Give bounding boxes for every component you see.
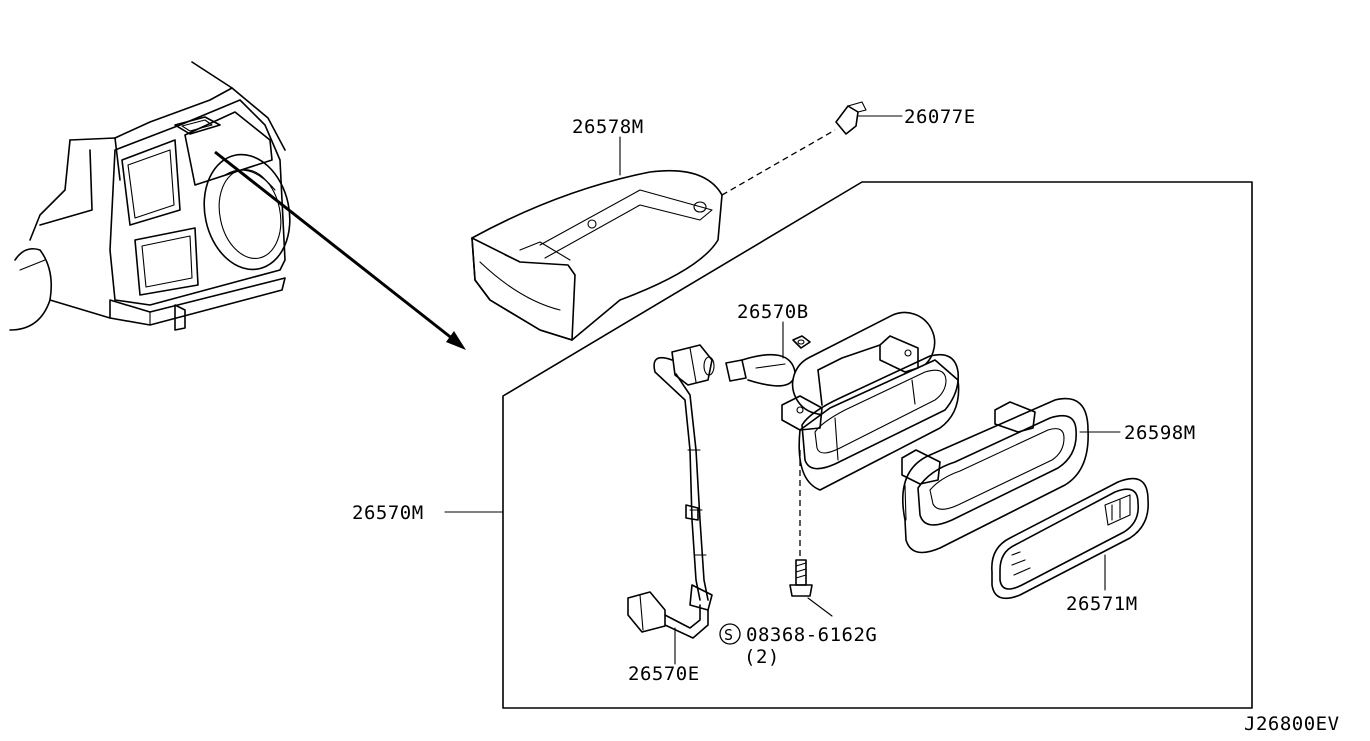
clip-guide-line: [721, 129, 836, 196]
callout-26598M: 26598M: [1124, 422, 1196, 444]
screw-quantity: (2): [744, 646, 780, 668]
callout-26578M: 26578M: [572, 116, 644, 138]
screw-symbol: S: [724, 626, 734, 644]
callout-08368-6162G: 08368-6162G: [746, 624, 877, 646]
callout-26570E: 26570E: [628, 663, 700, 685]
gasket-icon: [792, 335, 811, 349]
harness-socket: [627, 344, 715, 639]
high-mount-housing: [471, 169, 723, 341]
leader-lines: [444, 115, 1121, 665]
lamp-body: [901, 397, 1089, 554]
callout-26570M: 26570M: [352, 502, 424, 524]
screw-icon: [789, 559, 813, 597]
screw-callout: S 08368-6162G (2): [719, 623, 877, 668]
figure-code: J26800EV: [1244, 713, 1340, 735]
callout-26077E: 26077E: [904, 106, 976, 128]
pointer-arrow: [214, 150, 466, 350]
lens: [991, 477, 1149, 600]
callout-26570B: 26570B: [737, 301, 809, 323]
clip-icon: [835, 101, 867, 135]
vehicle-rear-view: [9, 61, 291, 331]
bulb-icon: [725, 353, 796, 387]
detail-frame: [502, 181, 1253, 709]
callout-26571M: 26571M: [1066, 593, 1138, 615]
